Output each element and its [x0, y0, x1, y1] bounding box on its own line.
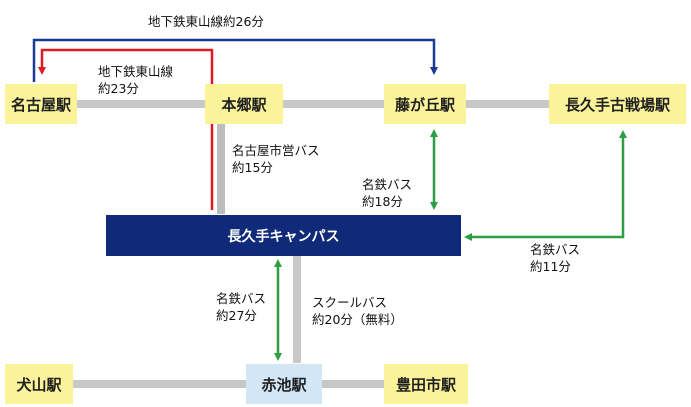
- subway-23-label: 地下鉄東山線 約23分: [98, 64, 174, 96]
- city-bus-label: 名古屋市営バス 約15分: [232, 143, 320, 175]
- meitetsu-battlefield-arrow: [464, 130, 627, 241]
- station-hongo: 本郷駅: [205, 84, 283, 124]
- station-fujigaoka: 藤が丘駅: [384, 84, 466, 124]
- station-nagakute-battlefield: 長久手古戦場駅: [549, 84, 686, 124]
- campus-box: 長久手キャンパス: [106, 215, 461, 256]
- station-toyotashi: 豊田市駅: [384, 364, 468, 404]
- meitetsu-akaike-label: 名鉄バス 約27分: [216, 291, 267, 323]
- subway-23-arrow: [38, 48, 214, 210]
- meitetsu-fujigaoka-label: 名鉄バス 約18分: [362, 177, 413, 209]
- station-akaike: 赤池駅: [246, 364, 322, 404]
- meitetsu-battlefield-label: 名鉄バス 約11分: [530, 242, 581, 274]
- station-inuyama: 犬山駅: [5, 364, 73, 404]
- subway-26-arrow: [32, 38, 438, 82]
- school-bus-label: スクールバス 約20分（無料）: [312, 295, 403, 327]
- station-nagoya: 名古屋駅: [5, 84, 77, 124]
- subway-26-label: 地下鉄東山線約26分: [148, 14, 264, 29]
